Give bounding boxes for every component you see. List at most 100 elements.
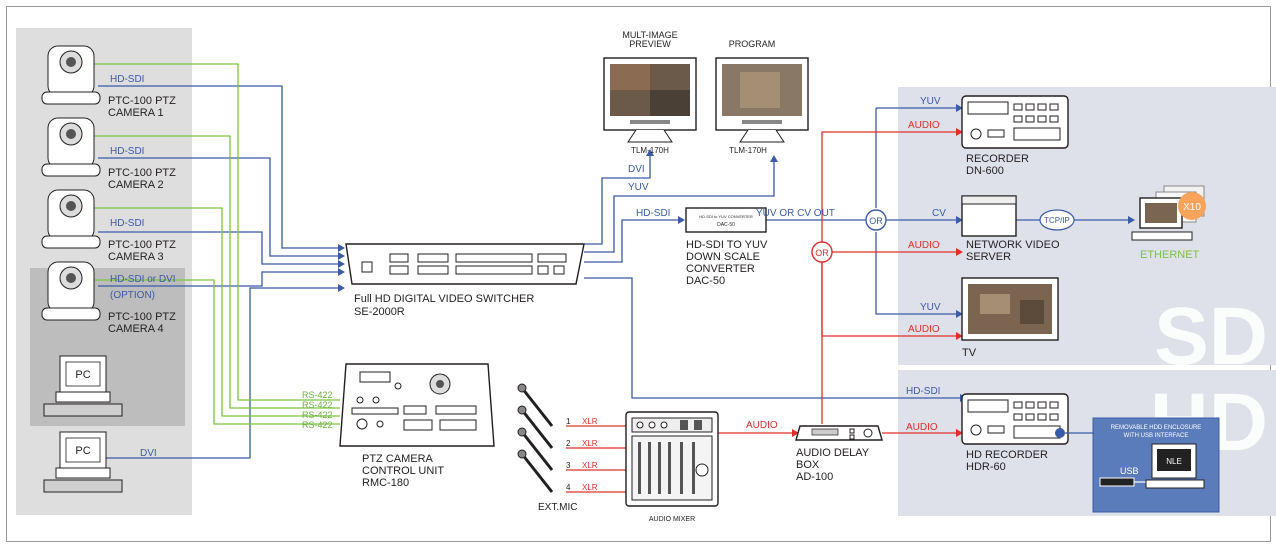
tcpip-cloud: TCP/IP bbox=[1039, 209, 1075, 231]
svg-text:NLE: NLE bbox=[1166, 457, 1182, 466]
audio-mixer: AUDIO MIXER AUDIO bbox=[625, 411, 778, 523]
svg-text:EXT.MIC: EXT.MIC bbox=[538, 502, 577, 513]
svg-text:RECORDER: RECORDER bbox=[966, 153, 1029, 165]
camera-1: HD-SDI PTC-100 PTZ CAMERA 1 bbox=[41, 45, 176, 119]
switcher-output-wires bbox=[584, 149, 967, 402]
rs422-label-4: RS-422 bbox=[302, 420, 333, 430]
svg-text:HD-SDI TO YUV: HD-SDI TO YUV bbox=[686, 239, 768, 251]
camera-video-wires bbox=[98, 85, 345, 459]
monitor-preview: MULT-IMAGE PREVIEW TLM-170H DVI bbox=[603, 30, 697, 175]
svg-text:CAMERA 1: CAMERA 1 bbox=[108, 107, 164, 119]
rs422-label-3: RS-422 bbox=[302, 410, 333, 420]
svg-text:DVI: DVI bbox=[140, 448, 157, 459]
svg-text:XLR: XLR bbox=[582, 483, 598, 492]
svg-text:SERVER: SERVER bbox=[966, 251, 1011, 263]
ptz-control-unit: PTZ CAMERA CONTROL UNIT RMC-180 bbox=[339, 363, 495, 489]
svg-text:AD-100: AD-100 bbox=[796, 471, 833, 483]
monitor-program: PROGRAM TLM-170H YUV bbox=[628, 39, 809, 193]
or-junction-video: OR bbox=[865, 209, 887, 231]
svg-text:AUDIO DELAY: AUDIO DELAY bbox=[796, 447, 870, 459]
rs422-label-1: RS-422 bbox=[302, 390, 333, 400]
svg-text:AUDIO: AUDIO bbox=[906, 422, 938, 433]
svg-text:CONVERTER: CONVERTER bbox=[686, 263, 755, 275]
audio-wires bbox=[566, 128, 963, 496]
video-switcher: Full HD DIGITAL VIDEO SWITCHER SE-2000R bbox=[345, 243, 585, 318]
sd-watermark: SD bbox=[1154, 291, 1268, 382]
pc-1: PC bbox=[43, 355, 123, 417]
svg-text:3: 3 bbox=[566, 461, 571, 470]
svg-text:TV: TV bbox=[962, 347, 977, 359]
svg-text:CAMERA 4: CAMERA 4 bbox=[108, 323, 164, 335]
svg-text:CAMERA 2: CAMERA 2 bbox=[108, 179, 164, 191]
svg-text:HD-SDI: HD-SDI bbox=[110, 146, 144, 157]
svg-text:RMC-180: RMC-180 bbox=[362, 477, 409, 489]
svg-text:USB: USB bbox=[1120, 466, 1139, 476]
camera-4: HD-SDI or DVI (OPTION) PTC-100 PTZ CAMER… bbox=[41, 261, 176, 335]
svg-text:TLM-170H: TLM-170H bbox=[729, 146, 767, 155]
svg-text:PROGRAM: PROGRAM bbox=[729, 39, 776, 49]
converter-output-wires bbox=[766, 104, 1135, 318]
svg-text:AUDIO: AUDIO bbox=[908, 120, 940, 131]
ethernet-clients: X10 ETHERNET bbox=[1131, 185, 1206, 261]
tv: YUV AUDIO TV bbox=[908, 277, 1059, 359]
svg-text:REMOVABLE HDD ENCLOSURE: REMOVABLE HDD ENCLOSURE bbox=[1111, 425, 1202, 431]
svg-text:CV: CV bbox=[932, 208, 946, 219]
svg-text:AUDIO: AUDIO bbox=[908, 324, 940, 335]
svg-text:1: 1 bbox=[566, 417, 571, 426]
or-junction-audio: OR bbox=[811, 241, 833, 263]
svg-text:DOWN SCALE: DOWN SCALE bbox=[686, 251, 760, 263]
svg-text:AUDIO: AUDIO bbox=[908, 240, 940, 251]
svg-text:PC: PC bbox=[75, 369, 90, 381]
camera-2: HD-SDI PTC-100 PTZ CAMERA 2 bbox=[41, 117, 176, 191]
hd-recorder: HD-SDI AUDIO HD RECORDER HDR-60 bbox=[906, 386, 1069, 473]
switcher-name: Full HD DIGITAL VIDEO SWITCHER bbox=[354, 293, 534, 305]
svg-text:HD-SDI: HD-SDI bbox=[906, 386, 940, 397]
svg-text:XLR: XLR bbox=[582, 439, 598, 448]
svg-text:PTC-100 PTZ: PTC-100 PTZ bbox=[108, 95, 176, 107]
svg-text:PTZ CAMERA: PTZ CAMERA bbox=[362, 453, 434, 465]
svg-text:TLM-170H: TLM-170H bbox=[631, 146, 669, 155]
svg-text:HD RECORDER: HD RECORDER bbox=[966, 449, 1048, 461]
svg-text:HD-SDI: HD-SDI bbox=[110, 74, 144, 85]
svg-text:(OPTION): (OPTION) bbox=[110, 290, 155, 301]
svg-text:WITH USB INTERFACE: WITH USB INTERFACE bbox=[1124, 433, 1189, 439]
svg-text:2: 2 bbox=[566, 439, 571, 448]
svg-text:DN-600: DN-600 bbox=[966, 165, 1004, 177]
svg-text:YUV: YUV bbox=[920, 302, 941, 313]
svg-text:PC: PC bbox=[75, 445, 90, 457]
svg-text:HD-SDI to YUV CONVERTER: HD-SDI to YUV CONVERTER bbox=[699, 214, 753, 219]
sd-panel bbox=[898, 87, 1276, 365]
svg-text:BOX: BOX bbox=[796, 459, 820, 471]
svg-text:HDR-60: HDR-60 bbox=[966, 461, 1006, 473]
svg-text:PTC-100 PTZ: PTC-100 PTZ bbox=[108, 167, 176, 179]
svg-text:PREVIEW: PREVIEW bbox=[629, 39, 671, 49]
svg-text:PTC-100 PTZ: PTC-100 PTZ bbox=[108, 311, 176, 323]
svg-text:YUV: YUV bbox=[920, 96, 941, 107]
svg-text:4: 4 bbox=[566, 483, 571, 492]
switcher-model: SE-2000R bbox=[354, 306, 405, 318]
svg-text:XLR: XLR bbox=[582, 461, 598, 470]
microphones: 1 2 3 4 XLR XLR XLR XLR EXT.MIC bbox=[517, 383, 598, 513]
svg-text:PTC-100 PTZ: PTC-100 PTZ bbox=[108, 239, 176, 251]
svg-text:DAC-50: DAC-50 bbox=[686, 275, 725, 287]
svg-text:XLR: XLR bbox=[582, 417, 598, 426]
pc-2: PC DVI bbox=[43, 431, 157, 493]
svg-text:HD-SDI: HD-SDI bbox=[636, 208, 670, 219]
svg-text:X10: X10 bbox=[1183, 202, 1201, 213]
svg-text:ETHERNET: ETHERNET bbox=[1140, 249, 1200, 261]
network-video-server: CV AUDIO NETWORK VIDEO SERVER bbox=[908, 195, 1060, 263]
svg-text:MULT-IMAGE: MULT-IMAGE bbox=[622, 30, 677, 40]
svg-text:YUV: YUV bbox=[628, 182, 649, 193]
svg-text:AUDIO MIXER: AUDIO MIXER bbox=[649, 516, 695, 523]
camera-3: HD-SDI PTC-100 PTZ CAMERA 3 bbox=[41, 189, 176, 263]
rs422-label-2: RS-422 bbox=[302, 400, 333, 410]
removable-hdd-enclosure: REMOVABLE HDD ENCLOSURE WITH USB INTERFA… bbox=[1055, 425, 1205, 489]
sd-recorder: YUV AUDIO RECORDER DN-600 bbox=[908, 95, 1069, 177]
audio-delay-box: AUDIO DELAY BOX AD-100 bbox=[795, 425, 883, 483]
svg-text:HD-SDI: HD-SDI bbox=[110, 218, 144, 229]
svg-text:DAC-50: DAC-50 bbox=[717, 222, 735, 228]
svg-text:AUDIO: AUDIO bbox=[746, 420, 778, 431]
svg-text:NETWORK VIDEO: NETWORK VIDEO bbox=[966, 239, 1060, 251]
